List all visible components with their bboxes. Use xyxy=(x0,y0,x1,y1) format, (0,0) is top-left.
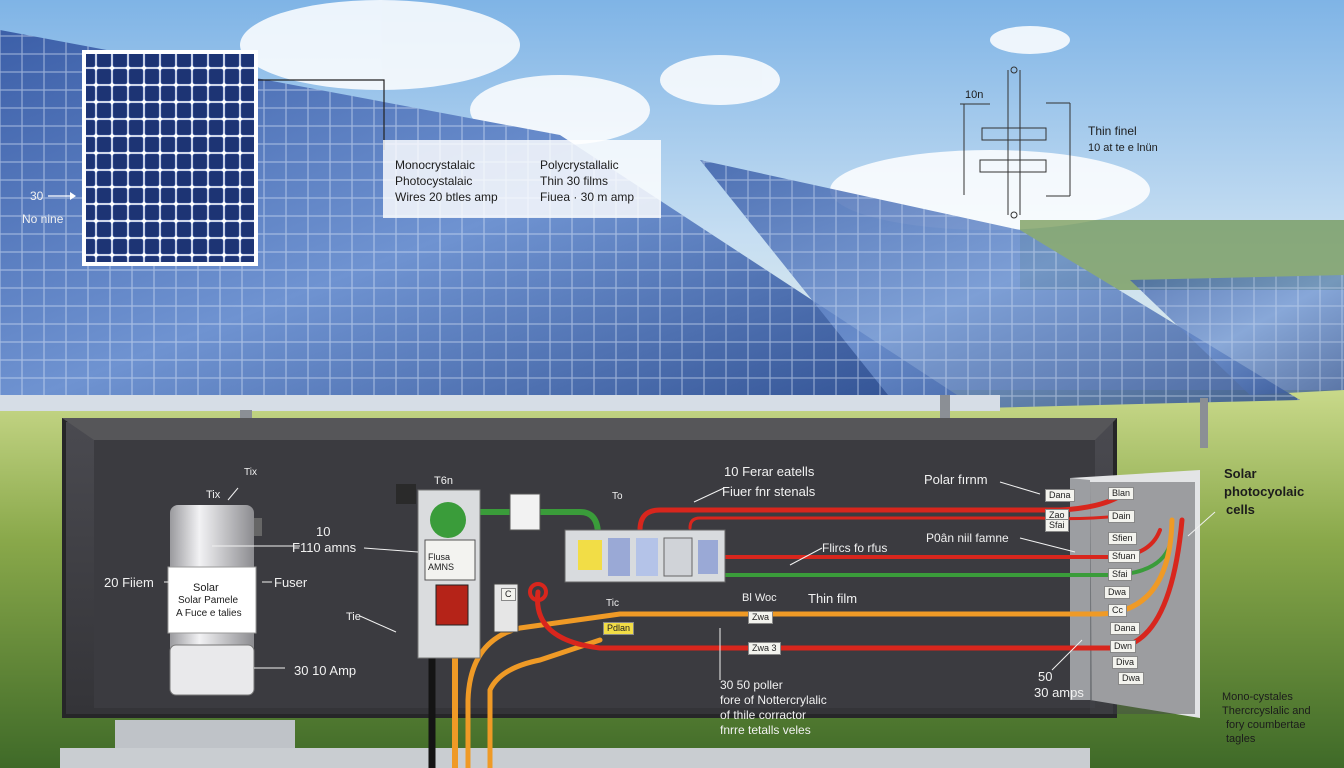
label-amps-right-1: 50 xyxy=(1038,669,1053,684)
label-fuse-box: Flusa AMNS xyxy=(428,552,455,572)
label-poller-3: of thile corractor xyxy=(720,708,807,722)
wire-tag: Zwa xyxy=(748,611,774,624)
battery-label-3: A Fuce e talies xyxy=(176,608,242,619)
label-feeder-2: Fiuer fnr stenals xyxy=(722,484,816,499)
sketch-title: Thin finel xyxy=(1088,124,1137,138)
label-fuses-left: 20 Fiiem xyxy=(104,575,154,590)
legend-mono: Monocrystalaic xyxy=(395,158,476,172)
label-bwoc: Bl Woc xyxy=(742,592,777,604)
battery-cylinder xyxy=(167,505,262,696)
label-top-mid-2: To xyxy=(612,491,623,502)
label-poller-4: fnrre tetalls veles xyxy=(720,723,811,737)
terminal-tag: Sfuan xyxy=(1108,550,1140,563)
label-amps-1: 10 xyxy=(316,524,331,539)
battery-label-1: Solar xyxy=(193,582,219,594)
breaker-block xyxy=(396,484,481,659)
legend-fuse: Fiuea · 30 m amp xyxy=(540,190,635,204)
legend-wires: Wires 20 btles amp xyxy=(395,190,498,204)
label-fuser: Fuser xyxy=(274,575,308,590)
small-connector xyxy=(509,493,541,531)
label-top-mid: T6n xyxy=(434,475,453,487)
wires xyxy=(428,493,1185,768)
label-feeder-1: 10 Ferar eatells xyxy=(724,464,815,479)
label-tie: Tie xyxy=(346,611,361,623)
panel-caption: No nine xyxy=(22,212,64,226)
terminal-tag: Dain xyxy=(1108,510,1135,523)
clouds xyxy=(240,0,1150,230)
sketch-subtitle: 10 at te e lnün xyxy=(1088,142,1158,154)
label-tix-2: Tix xyxy=(206,489,221,501)
red-wire-upper xyxy=(688,514,1122,530)
label-bottom-amp: 30 10 Amp xyxy=(294,663,357,678)
label-poller-1: 30 50 poller xyxy=(720,678,783,692)
sketch-height-label: 10n xyxy=(965,89,984,101)
label-tix-1: Tix xyxy=(244,467,257,478)
relay-tag: Pdlan xyxy=(603,622,635,635)
label-polar-film: Polar fırnm xyxy=(924,472,988,487)
bottom-right-note-3: fory coumbertae xyxy=(1226,719,1306,731)
small-fuse-tag: C xyxy=(501,588,516,601)
monocrystalline-panel xyxy=(48,50,385,266)
legend-photo: Photocystalaic xyxy=(395,174,473,188)
legend-thin: Thin 30 films xyxy=(540,174,609,188)
orange-wire xyxy=(465,517,1175,768)
relay-connector xyxy=(528,582,548,602)
wire-tag: Zwa 3 xyxy=(748,642,781,655)
dimension-sketch xyxy=(960,66,1071,219)
leader-lines xyxy=(164,481,1216,680)
terminal-tag: Sfien xyxy=(1108,532,1137,545)
pedestal xyxy=(115,720,295,750)
battery-label-2: Solar Pamele xyxy=(178,595,239,606)
bottom-right-note-4: tagles xyxy=(1226,733,1256,745)
right-caption-3: cells xyxy=(1226,502,1255,517)
terminal-tag: Dwa xyxy=(1104,586,1131,599)
terminal-tag: Diva xyxy=(1112,656,1139,669)
bottom-right-note-1: Mono-cystales xyxy=(1222,691,1293,703)
solar-array xyxy=(0,30,1344,448)
label-amps-right-2: 30 amps xyxy=(1034,685,1084,700)
panel-marker: 30 xyxy=(30,189,44,203)
terminal-tag: Cc xyxy=(1108,604,1127,617)
terminal-tag: Blan xyxy=(1108,487,1135,500)
distribution-module xyxy=(564,529,726,583)
red-wire-top xyxy=(637,493,1123,533)
label-pbain: P0ân niil famne xyxy=(926,531,1009,545)
terminal-tag: Sfai xyxy=(1045,519,1069,532)
legend-poly: Polycrystallalic xyxy=(540,158,619,172)
bottom-right-note-2: Thercrcyslalic and xyxy=(1222,705,1311,717)
terminal-tag: Dana xyxy=(1110,622,1140,635)
terminal-tag: Sfai xyxy=(1108,568,1132,581)
legend-caption-box xyxy=(383,140,661,218)
terminal-tag: Dana xyxy=(1045,489,1075,502)
label-thin-film: Thin film xyxy=(808,591,858,606)
terminal-tag: Dwn xyxy=(1110,640,1137,653)
label-amps-2: F110 amns xyxy=(292,540,357,555)
label-poller-2: fore of Nottercrylalic xyxy=(720,693,827,707)
base-slab xyxy=(60,748,1090,768)
orange-wire-lower xyxy=(487,637,603,768)
terminal-tag: Dwa xyxy=(1118,672,1145,685)
label-tic-bottom: Tic xyxy=(606,598,619,609)
right-caption-1: Solar xyxy=(1224,466,1257,481)
right-caption-2: photocyolaic xyxy=(1224,484,1305,499)
label-flucs: Flircs fo rfus xyxy=(822,541,888,555)
